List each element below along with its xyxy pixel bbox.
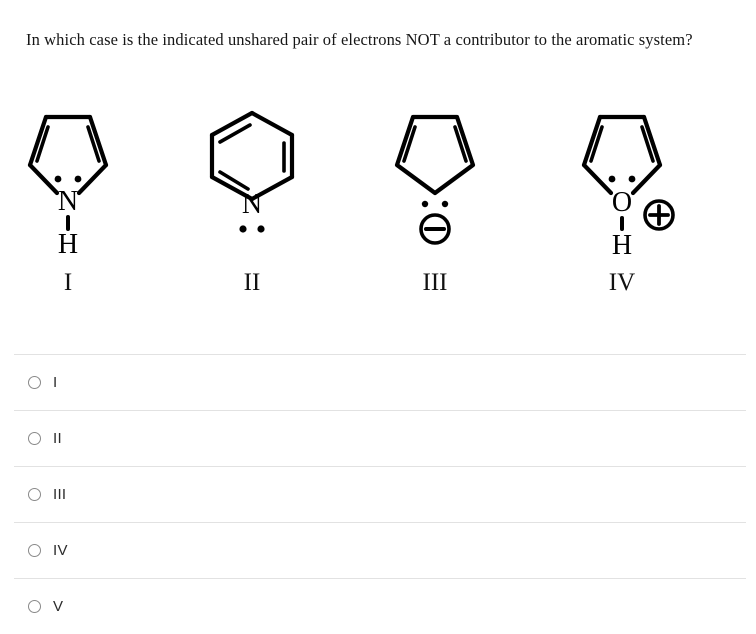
option-label-2: II bbox=[53, 430, 62, 447]
option-row-2[interactable]: II bbox=[14, 410, 746, 466]
svg-text:N: N bbox=[242, 189, 262, 220]
option-label-3: III bbox=[53, 486, 67, 503]
radio-button-icon-2[interactable] bbox=[28, 432, 41, 445]
structure-cyclopentadienyl-anion bbox=[345, 105, 525, 260]
structure-protonated-furan: O H bbox=[532, 105, 712, 260]
structure-label-3: III bbox=[422, 269, 448, 296]
lone-pair-dots bbox=[239, 225, 265, 233]
negative-charge-icon bbox=[419, 213, 451, 245]
option-row-5[interactable]: V bbox=[14, 578, 746, 634]
lone-pair-dots bbox=[54, 175, 82, 183]
structure-label-1: I bbox=[63, 269, 73, 296]
radio-button-icon-5[interactable] bbox=[28, 600, 41, 613]
answer-options-list: I II III IV V bbox=[14, 354, 746, 634]
svg-text:N: N bbox=[58, 186, 78, 217]
option-row-1[interactable]: I bbox=[14, 354, 746, 410]
structure-cell-4: O H IV bbox=[532, 105, 712, 315]
svg-text:H: H bbox=[58, 229, 78, 260]
structures-row: N H I bbox=[0, 105, 756, 315]
structure-cell-1: N H I bbox=[0, 105, 158, 315]
structure-cell-2: N II bbox=[162, 105, 342, 315]
lone-pair-dots bbox=[421, 200, 449, 208]
option-row-4[interactable]: IV bbox=[14, 522, 746, 578]
positive-charge-icon bbox=[643, 199, 675, 231]
svg-text:O: O bbox=[612, 187, 632, 218]
svg-text:H: H bbox=[612, 230, 632, 260]
structure-label-4: IV bbox=[608, 269, 636, 296]
option-label-5: V bbox=[53, 598, 64, 615]
radio-button-icon-4[interactable] bbox=[28, 544, 41, 557]
structure-cell-3: III bbox=[345, 105, 525, 315]
option-label-1: I bbox=[53, 374, 58, 391]
option-row-3[interactable]: III bbox=[14, 466, 746, 522]
structure-pyrrole: N H bbox=[0, 105, 158, 260]
radio-button-icon-1[interactable] bbox=[28, 376, 41, 389]
lone-pair-dots bbox=[608, 175, 636, 183]
structure-pyridine: N bbox=[162, 105, 342, 260]
option-label-4: IV bbox=[53, 542, 68, 559]
question-text: In which case is the indicated unshared … bbox=[26, 30, 693, 49]
structure-label-2: II bbox=[243, 269, 261, 296]
radio-button-icon-3[interactable] bbox=[28, 488, 41, 501]
